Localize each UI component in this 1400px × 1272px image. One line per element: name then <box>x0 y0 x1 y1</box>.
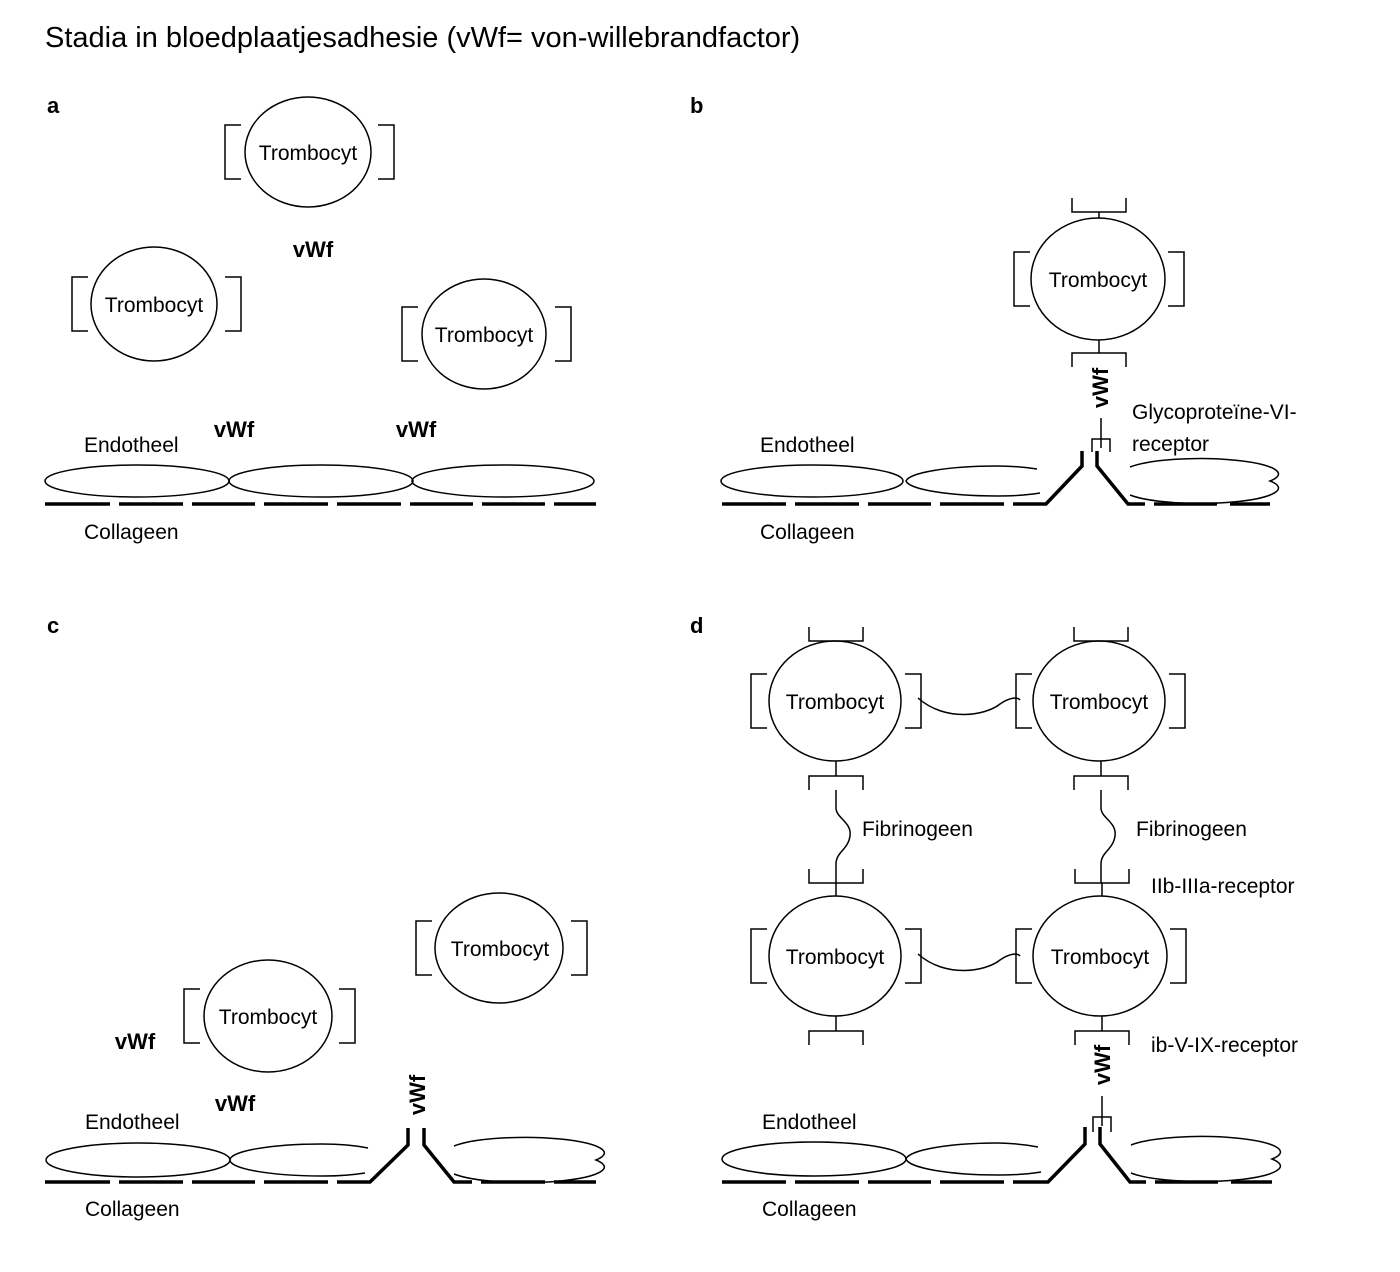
platelet-label: Trombocyt <box>259 142 358 165</box>
collagen-layer <box>45 1128 596 1184</box>
panel-label-b: b <box>690 93 703 118</box>
platelet-label: Trombocyt <box>105 294 204 317</box>
platelet: Trombocyt <box>750 868 922 1046</box>
vwf-label: vWf <box>293 237 334 262</box>
platelet-label: Trombocyt <box>1049 269 1148 292</box>
platelet-label: Trombocyt <box>1051 946 1150 969</box>
vwf-label: vWf <box>115 1029 156 1054</box>
platelet: Trombocyt <box>71 246 242 362</box>
collagen-layer <box>722 1127 1272 1184</box>
vwf-label: vWf <box>1088 367 1113 408</box>
iib-iiia-receptor-label: IIb-IIIa-receptor <box>1151 875 1295 898</box>
panel-label-c: c <box>47 613 59 638</box>
platelet-label: Trombocyt <box>451 938 550 961</box>
endothelium-cells <box>720 457 1280 505</box>
fibrinogen-link <box>1100 790 1116 883</box>
platelet-link <box>917 697 1021 716</box>
fibrinogen-label: Fibrinogeen <box>862 818 973 841</box>
platelet-label: Trombocyt <box>219 1006 318 1029</box>
panel-label-a: a <box>47 93 60 118</box>
endothelium-cells <box>44 464 595 498</box>
ib-v-ix-receptor-label: ib-V-IX-receptor <box>1151 1034 1298 1057</box>
platelet: Trombocyt <box>224 96 395 208</box>
fibrinogen-link <box>835 790 851 883</box>
endothelium-label: Endotheel <box>760 434 855 457</box>
vwf-label: vWf <box>396 417 437 442</box>
platelet: Trombocyt <box>401 278 572 390</box>
vwf-label: vWf <box>215 1091 256 1116</box>
panel-c: Trombocyt Trombocyt vWf vWf vWf Endothee… <box>45 892 606 1221</box>
platelet: Trombocyt <box>1013 197 1185 368</box>
vwf-label: vWf <box>405 1074 430 1115</box>
panel-b: Trombocyt vWf Glycoproteïne-VI- receptor… <box>720 197 1297 544</box>
collagen-layer <box>722 451 1270 506</box>
collagen-label: Collageen <box>85 1198 180 1221</box>
platelet: Trombocyt <box>1015 626 1186 791</box>
platelet: Trombocyt <box>1015 868 1187 1046</box>
endothelium-label: Endotheel <box>84 434 179 457</box>
platelet-label: Trombocyt <box>786 691 885 714</box>
platelet: Trombocyt <box>415 892 588 1004</box>
platelet-label: Trombocyt <box>1050 691 1149 714</box>
platelet: Trombocyt <box>750 626 922 791</box>
gp6-receptor-label: receptor <box>1132 433 1209 456</box>
gp6-receptor <box>1092 1096 1112 1132</box>
collagen-label: Collageen <box>760 521 855 544</box>
panel-d: Trombocyt Trombocyt Trombocyt Trombocyt <box>721 626 1298 1221</box>
platelet-label: Trombocyt <box>435 324 534 347</box>
endothelium-cells <box>45 1136 606 1184</box>
panel-label-d: d <box>690 613 703 638</box>
gp6-receptor <box>1091 418 1111 452</box>
endothelium-cells <box>721 1135 1282 1183</box>
platelet-link <box>917 953 1021 972</box>
panel-a: Trombocyt Trombocyt Trombocyt vWf vWf vW… <box>44 96 596 544</box>
platelet: Trombocyt <box>183 959 356 1073</box>
platelet-label: Trombocyt <box>786 946 885 969</box>
vwf-label: vWf <box>1090 1044 1115 1085</box>
endothelium-label: Endotheel <box>762 1111 857 1134</box>
collagen-label: Collageen <box>762 1198 857 1221</box>
endothelium-label: Endotheel <box>85 1111 180 1134</box>
fibrinogen-label: Fibrinogeen <box>1136 818 1247 841</box>
vwf-label: vWf <box>214 417 255 442</box>
collagen-label: Collageen <box>84 521 179 544</box>
page-title: Stadia in bloedplaatjesadhesie (vWf= von… <box>45 22 801 54</box>
gp6-receptor-label: Glycoproteïne-VI- <box>1132 401 1297 424</box>
